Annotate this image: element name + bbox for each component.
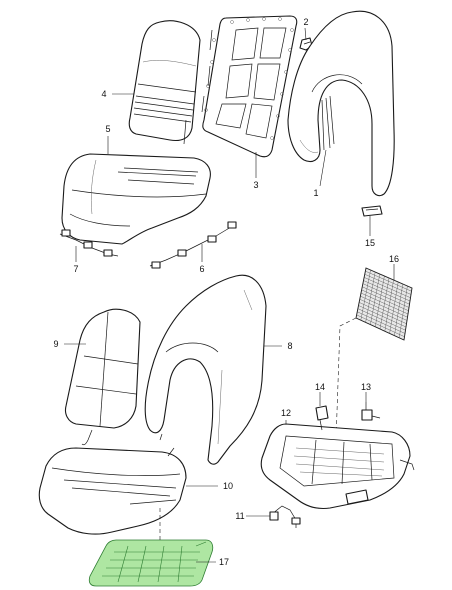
part-13-connector [361, 402, 381, 421]
part-3-backrest-frame [201, 15, 298, 158]
callout-9: 9 [53, 339, 58, 349]
callout-2: 2 [303, 17, 308, 27]
callout-5: 5 [105, 124, 110, 134]
callout-12: 12 [281, 408, 291, 418]
callout-13: 13 [361, 382, 371, 392]
part-7-wire-harness [59, 229, 119, 257]
callout-10: 10 [223, 481, 233, 491]
part-6-wire-harness [149, 221, 237, 269]
callout-6: 6 [199, 264, 204, 274]
part-8-side-shell [144, 274, 267, 465]
callout-1: 1 [313, 188, 318, 198]
part-11-cable [269, 505, 301, 528]
part-12-seat-frame [260, 423, 415, 510]
callout-17: 17 [219, 557, 229, 567]
part-16-dashed-guide [335, 317, 357, 441]
part-17-heating-mat [88, 539, 214, 587]
part-5-seat-cover [61, 153, 211, 245]
part-14-connector [315, 405, 329, 431]
part-15-tag [361, 205, 383, 217]
callout-3: 3 [253, 180, 258, 190]
part-1-backrest-padding [287, 10, 395, 197]
callout-labels: 1 2 3 4 5 6 7 8 9 10 11 12 13 14 15 16 1… [53, 17, 399, 567]
callout-15: 15 [365, 238, 375, 248]
callout-16: 16 [389, 254, 399, 264]
callout-14: 14 [315, 382, 325, 392]
part-16-mesh-panel [355, 267, 413, 341]
leader-lines [64, 27, 395, 563]
callout-7: 7 [73, 264, 78, 274]
callout-4: 4 [101, 89, 106, 99]
callout-11: 11 [235, 511, 244, 521]
part-4-backrest-cover [128, 20, 201, 145]
part-9-backrest-cover [64, 308, 141, 446]
part-10-seat-cushion [38, 447, 187, 535]
callout-8: 8 [287, 341, 292, 351]
